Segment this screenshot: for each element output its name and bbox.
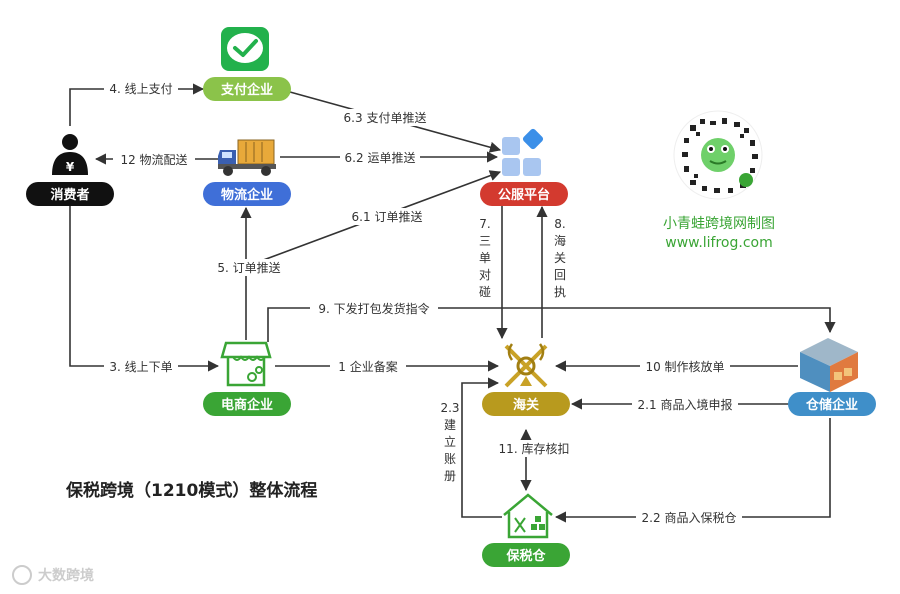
truck-icon (218, 139, 276, 176)
edge-8-char-2: 关 (554, 251, 566, 265)
edge-7-label: 7. 三 单 对 碰 (477, 214, 493, 299)
node-platform-label: 公服平台 (498, 187, 550, 203)
svg-text:¥: ¥ (66, 160, 75, 174)
edge-7-char-1: 三 (479, 234, 491, 248)
watermark-text: 大数跨境 (38, 567, 94, 584)
edge-2-3-line (461, 377, 502, 518)
node-customs-label: 海关 (513, 397, 539, 413)
brand-url: www.lifrog.com (665, 235, 772, 251)
edge-12-label: 12 物流配送 (120, 152, 187, 167)
edge-7-char-3: 对 (479, 268, 491, 282)
wechat-pay-icon (221, 27, 269, 71)
edge-8-char-1: 海 (554, 233, 566, 248)
edge-1-label: 1 企业备案 (338, 359, 397, 374)
customs-emblem-icon (504, 343, 548, 388)
edge-8-char-3: 回 (554, 268, 566, 282)
watermark-logo-icon (12, 565, 32, 585)
diagram-title: 保税跨境（1210模式）整体流程 (65, 480, 317, 501)
node-bonded-label: 保税仓 (505, 548, 546, 564)
node-logistics-pill (203, 182, 291, 206)
edge-8-label: 8. 海 关 回 执 (552, 214, 568, 299)
edge-2-3-char-4: 册 (444, 469, 456, 483)
edge-2-3-label: 2.3 建 立 账 册 (439, 398, 461, 484)
node-payment: 支付企业 (203, 77, 291, 101)
node-ecommerce-label: 电商企业 (221, 397, 273, 413)
edge-2-3-char-1: 建 (444, 418, 456, 432)
edge-7-char-0: 7. (479, 217, 490, 231)
warehouse-icon (800, 338, 858, 392)
edge-2-2-line (554, 418, 831, 523)
node-logistics-label: 物流企业 (221, 187, 273, 203)
edge-9-label: 9. 下发打包发货指令 (318, 301, 429, 316)
edge-7-char-2: 单 (479, 251, 491, 265)
edge-8-char-0: 8. (554, 217, 565, 231)
node-customs-pill (482, 392, 570, 416)
edge-3-line (69, 203, 220, 372)
edge-6-3-label: 6.3 支付单推送 (344, 110, 427, 125)
node-warehouse-pill (788, 392, 876, 416)
node-payment-label: 支付企业 (220, 82, 273, 98)
edge-2-1-label: 2.1 商品入境申报 (638, 397, 733, 412)
bonded-warehouse-icon (503, 493, 553, 539)
platform-icon (502, 128, 544, 176)
node-customs: 海关 (482, 392, 570, 416)
qr-code-icon (673, 110, 763, 200)
node-bonded: 保税仓 (482, 543, 570, 567)
edge-2-3-char-3: 账 (444, 452, 456, 466)
edge-4-label: 4. 线上支付 (109, 82, 172, 96)
node-bonded-pill (482, 543, 570, 567)
user-yuan-icon: ¥ (52, 134, 88, 175)
edge-8-char-4: 执 (554, 285, 566, 299)
node-platform-pill (480, 182, 568, 206)
watermark: 大数跨境 (12, 565, 94, 585)
node-logistics: 物流企业 (203, 182, 291, 206)
node-warehouse: 仓储企业 (788, 392, 876, 416)
node-consumer-pill (26, 182, 114, 206)
edge-11-label: 11. 库存核扣 (499, 441, 570, 456)
edge-2-3-char-0: 2.3 (440, 401, 459, 415)
node-platform: 公服平台 (480, 182, 568, 206)
node-payment-pill (203, 77, 291, 101)
edge-9-line (267, 307, 836, 342)
edge-2-3-char-2: 立 (444, 434, 456, 449)
node-warehouse-label: 仓储企业 (805, 397, 858, 413)
storefront-icon (220, 341, 272, 387)
edge-5-label: 5. 订单推送 (217, 260, 280, 275)
node-ecommerce: 电商企业 (203, 392, 291, 416)
edge-10-label: 10 制作核放单 (645, 359, 724, 374)
edge-3-label: 3. 线上下单 (109, 360, 172, 374)
edge-6-1-label: 6.1 订单推送 (352, 209, 423, 224)
node-ecommerce-pill (203, 392, 291, 416)
edge-7-char-4: 碰 (479, 285, 491, 299)
node-consumer: 消费者 (26, 182, 114, 206)
node-consumer-label: 消费者 (50, 187, 89, 203)
edge-2-2-label: 2.2 商品入保税仓 (642, 510, 737, 525)
brand-name: 小青蛙跨境网制图 (663, 216, 775, 232)
edge-6-2-label: 6.2 运单推送 (345, 150, 416, 165)
